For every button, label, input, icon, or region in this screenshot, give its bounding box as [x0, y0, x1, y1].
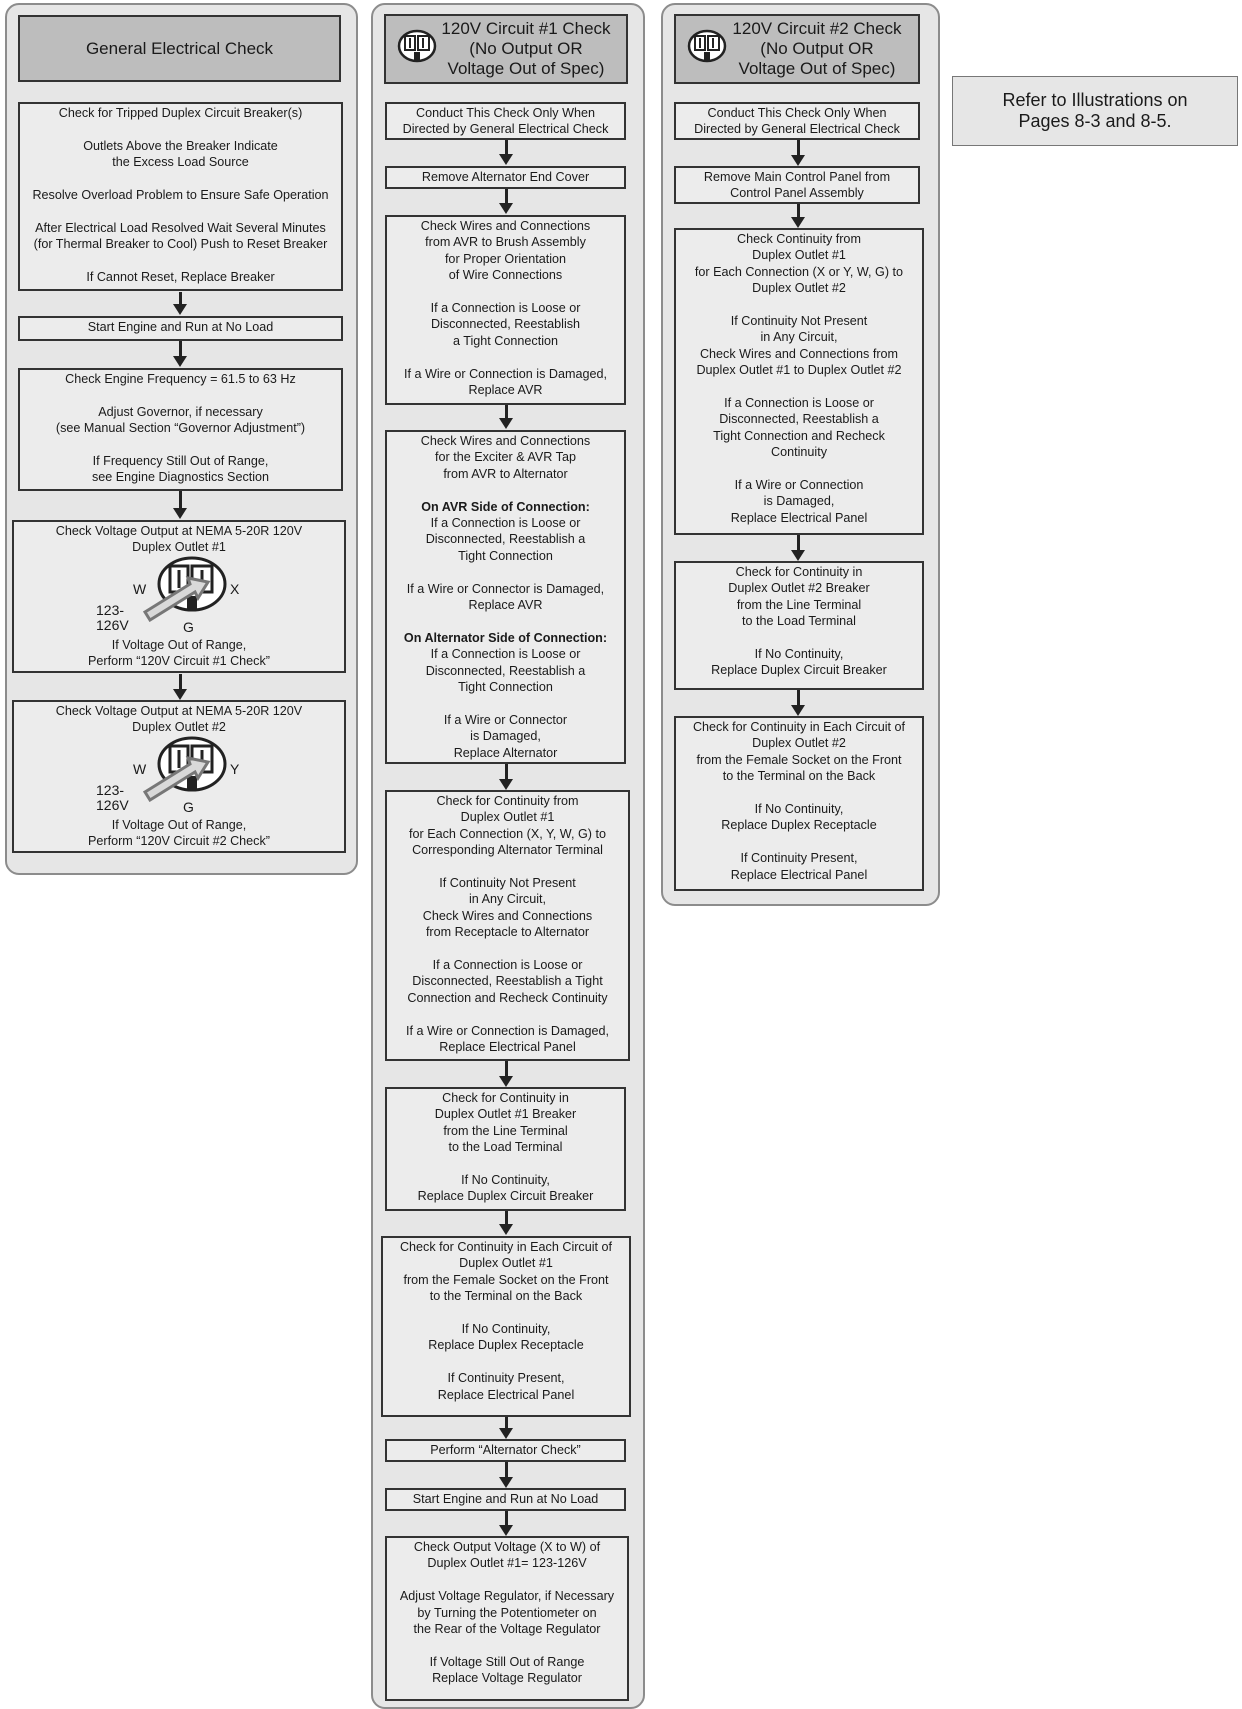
c1-step-receptacle-continuity: Check for Continuity in Each Circuit of …: [381, 1236, 631, 1417]
outlet2-footer: If Voltage Out of Range, Perform “120V C…: [88, 818, 270, 849]
outlet1-footer: If Voltage Out of Range, Perform “120V C…: [88, 638, 270, 669]
c1-step-alternator-check: Perform “Alternator Check”: [385, 1439, 626, 1462]
outlet1-label-voltage: 123- 126V: [96, 602, 129, 633]
reference-note-text: Refer to Illustrations on Pages 8-3 and …: [1002, 90, 1188, 131]
c2-step-directed: Conduct This Check Only When Directed by…: [674, 102, 920, 140]
outlet1-label-w: W: [133, 581, 147, 597]
c2-step-receptacle-continuity: Check for Continuity in Each Circuit of …: [674, 716, 924, 891]
circuit1-title: 120V Circuit #1 Check (No Output OR Volt…: [441, 19, 611, 78]
c1-step-exciter-avr-tap: Check Wires and Connections for the Exci…: [385, 430, 626, 764]
circuit1-header: 120V Circuit #1 Check (No Output OR Volt…: [384, 14, 628, 84]
circuit2-header: 120V Circuit #2 Check (No Output OR Volt…: [674, 14, 920, 84]
c1-step-start-engine: Start Engine and Run at No Load: [385, 1488, 626, 1511]
c1-step-continuity-alternator: Check for Continuity from Duplex Outlet …: [385, 790, 630, 1061]
gen-step-start-engine: Start Engine and Run at No Load: [18, 316, 343, 341]
gen-step-breaker: Check for Tripped Duplex Circuit Breaker…: [18, 102, 343, 291]
duplex-outlet-icon: [397, 29, 437, 63]
c2-step-breaker-continuity: Check for Continuity in Duplex Outlet #2…: [674, 561, 924, 690]
outlet2-label-w: W: [133, 761, 147, 777]
reference-note: Refer to Illustrations on Pages 8-3 and …: [952, 76, 1238, 146]
c2-step-outlet-continuity: Check Continuity from Duplex Outlet #1 f…: [674, 228, 924, 535]
c1-step-avr-brush: Check Wires and Connections from AVR to …: [385, 215, 626, 405]
outlet2-label-y: Y: [230, 761, 240, 777]
c1-step-output-voltage: Check Output Voltage (X to W) of Duplex …: [385, 1536, 629, 1701]
c1-step-directed: Conduct This Check Only When Directed by…: [385, 102, 626, 140]
c1-step-remove-cover: Remove Alternator End Cover: [385, 166, 626, 189]
outlet2-label-voltage: 123- 126V: [96, 782, 129, 813]
voltmeter-probe-arrow: [142, 576, 211, 622]
c2-step-remove-panel: Remove Main Control Panel from Control P…: [674, 166, 920, 204]
circuit2-title: 120V Circuit #2 Check (No Output OR Volt…: [732, 19, 902, 78]
outlet2-label-g: G: [183, 799, 194, 815]
outlet1-label-x: X: [230, 581, 240, 597]
c1-step-breaker-continuity: Check for Continuity in Duplex Outlet #1…: [385, 1087, 626, 1211]
outlet1-label-g: G: [183, 619, 194, 635]
gen-step-frequency: Check Engine Frequency = 61.5 to 63 Hz A…: [18, 368, 343, 491]
voltmeter-probe-arrow: [142, 756, 211, 802]
duplex-outlet-icon: [687, 29, 727, 63]
general-check-title: General Electrical Check: [85, 38, 274, 58]
general-check-header: General Electrical Check: [18, 15, 341, 82]
